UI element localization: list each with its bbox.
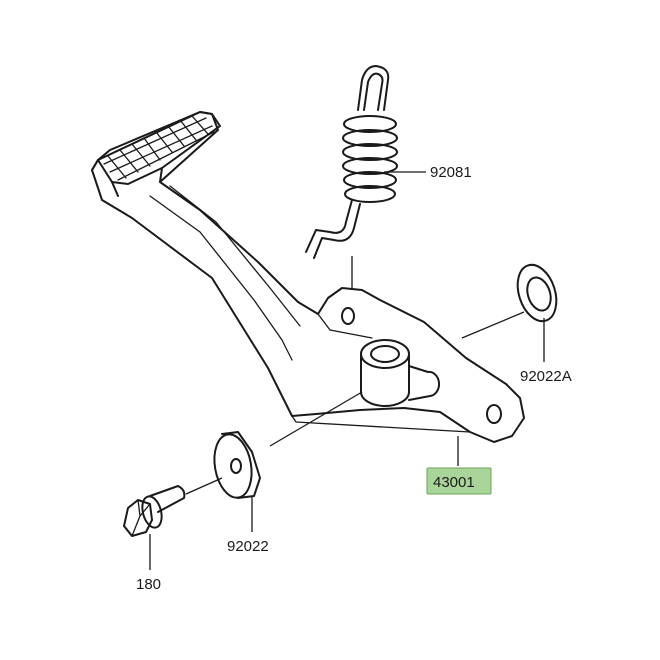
label-43001-highlight <box>426 467 492 495</box>
tread-pattern <box>103 115 215 181</box>
washer-right <box>516 263 558 323</box>
label-92022A: 92022A <box>520 368 572 385</box>
label-180: 180 <box>136 576 161 593</box>
label-43001: 43001 <box>433 474 475 491</box>
brake-pedal <box>91 111 525 443</box>
spring-coils <box>342 115 398 203</box>
label-92022: 92022 <box>227 538 269 555</box>
label-92081: 92081 <box>430 164 472 181</box>
leader-lines <box>149 171 545 570</box>
shoulder-bolt <box>123 485 186 537</box>
washer-left <box>213 431 261 499</box>
return-spring <box>305 65 398 259</box>
